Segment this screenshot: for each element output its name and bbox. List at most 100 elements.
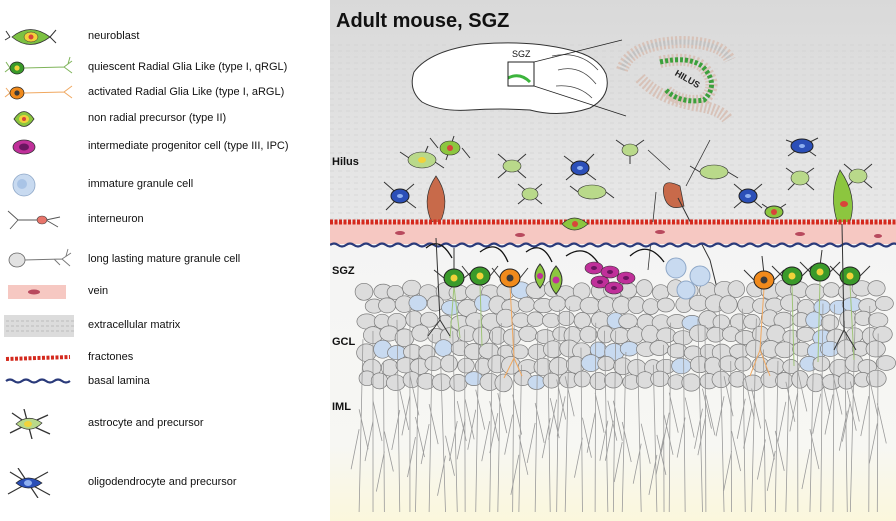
extracellular-matrix: [330, 40, 896, 220]
granule-cell: [867, 280, 886, 297]
dendrite: [456, 329, 475, 513]
legend-item-oligodendrocyte: oligodendrocyte and precursor: [0, 468, 330, 498]
dendrite: [676, 327, 695, 513]
granule-cell: [597, 356, 615, 372]
legend-label: extracellular matrix: [88, 319, 181, 331]
legend-item-immature-granule: immature granule cell: [0, 170, 330, 200]
granule-cell: [775, 372, 794, 390]
granule-cell: [656, 297, 675, 313]
granule-cell: [440, 354, 458, 373]
granule-cell: [494, 373, 513, 393]
neurogenic-sequence: [425, 223, 871, 379]
scene-canvas: [330, 0, 896, 521]
granule-cell: [424, 356, 443, 371]
granule-cell: [689, 324, 710, 343]
granule-cell: [579, 296, 600, 315]
legend-label: fractones: [88, 351, 134, 363]
legend-label: neuroblast: [88, 30, 140, 42]
granule-cell: [875, 296, 894, 311]
granule-cell: [354, 282, 374, 301]
immature-granule-cell: [619, 341, 639, 357]
dendrite: [350, 339, 369, 513]
legend-item-vein: vein: [0, 277, 330, 307]
granule-cell: [526, 311, 545, 327]
dendrite: [841, 311, 860, 513]
immature-granule-cell: [408, 294, 428, 312]
fractones-icon: [5, 355, 71, 361]
legend-item-argl: activated Radial Glia Like (type I, aRGL…: [0, 78, 330, 108]
dendrite: [743, 318, 762, 513]
granule-cell: [719, 295, 738, 314]
immature-granule-cell: [527, 374, 546, 390]
granule-cell: [872, 325, 893, 343]
granule-cell: [411, 324, 430, 342]
granule-cell: [612, 296, 631, 315]
dendrite: [391, 319, 410, 513]
type-ii-precursor-icon: [13, 111, 35, 127]
oligodendrocyte-icon: [7, 468, 51, 498]
granule-cell: [795, 326, 816, 342]
granule-cell: [866, 369, 887, 388]
granule-cell: [386, 374, 406, 391]
legend-label: interneuron: [88, 213, 144, 225]
dendrite: [599, 330, 618, 513]
basal-lamina-line: [330, 242, 896, 248]
legend-label: vein: [88, 285, 109, 297]
granule-cell: [518, 325, 538, 343]
interneuron-icon: [7, 210, 61, 230]
zone-label-hilus: Hilus: [332, 156, 359, 168]
astrocyte-icon: [9, 409, 51, 439]
granule-cell: [727, 280, 745, 298]
sgz-inset-box: [507, 61, 535, 87]
dendrite: [697, 325, 716, 513]
granule-cell: [370, 372, 389, 390]
dendrite: [838, 320, 857, 513]
granule-cell: [604, 372, 623, 389]
brain-inset-label: SGZ: [512, 49, 531, 59]
legend-item-neuroblast: neuroblast: [0, 22, 330, 52]
legend-label: long lasting mature granule cell: [88, 253, 241, 265]
granule-cell: [402, 279, 422, 297]
legend-label: intermediate progenitor cell (type III, …: [88, 140, 289, 152]
legend-item-qrgl: quiescent Radial Glia Like (type I, qRGL…: [0, 53, 330, 83]
legend-label: quiescent Radial Glia Like (type I, qRGL…: [88, 61, 288, 73]
dendrite: [757, 349, 775, 513]
granule-cell: [805, 283, 825, 301]
zone-label-iml: IML: [332, 401, 351, 413]
dendrite: [736, 308, 755, 513]
dendrite: [364, 331, 383, 513]
dendrite: [824, 304, 843, 513]
qrgl-icon: [4, 56, 73, 75]
dendrite: [648, 364, 667, 513]
granule-cell: [820, 314, 839, 331]
dendrite: [467, 319, 486, 513]
granule-cell: [782, 359, 800, 375]
granule-cell: [649, 340, 670, 356]
dendrite: [655, 344, 674, 513]
hippocampus-zoom: [616, 35, 736, 124]
neuroblast-icon: [4, 29, 57, 45]
dendrite: [489, 323, 508, 513]
dendrite: [548, 309, 567, 513]
figure-title: Adult mouse, SGZ: [336, 10, 510, 32]
zone-label-sgz: SGZ: [332, 265, 355, 277]
vein: [330, 222, 896, 244]
granule-cell: [394, 328, 415, 348]
granule-cell: [822, 282, 840, 298]
legend-item-ecm: extracellular matrix: [0, 311, 330, 341]
ipc-icon: [12, 139, 36, 155]
dendrite: [723, 361, 742, 513]
granule-cell: [573, 370, 591, 388]
granule-cell: [812, 355, 831, 372]
granule-cell: [378, 297, 397, 314]
sgz-scene: Adult mouse, SGZ SGZ HILUS Hilus SGZ GCL…: [330, 0, 896, 521]
granule-cell: [837, 372, 856, 390]
legend-item-interneuron: interneuron: [0, 205, 330, 235]
granule-cell: [858, 298, 878, 314]
granule-cell: [875, 355, 896, 371]
vein-icon: [8, 285, 66, 299]
legend-item-astrocyte: astrocyte and precursor: [0, 409, 330, 439]
dendrite: [556, 306, 575, 513]
hilus-cells: [383, 135, 873, 301]
